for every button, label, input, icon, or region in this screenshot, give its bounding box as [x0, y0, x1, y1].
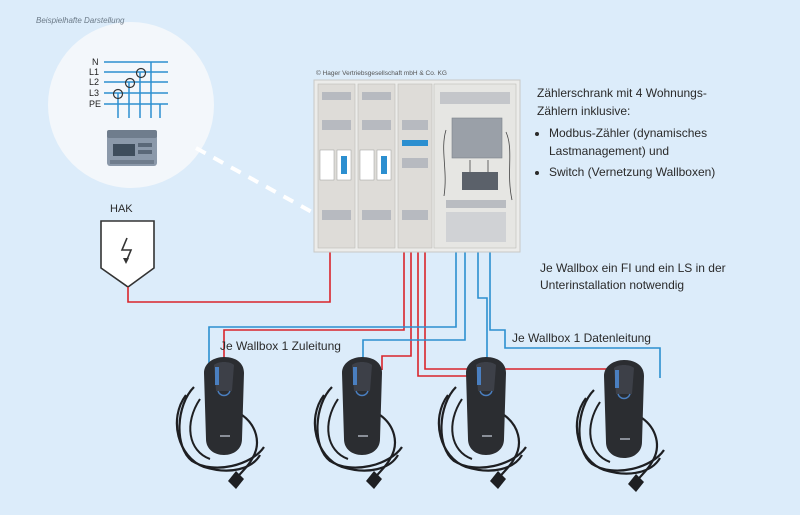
phase-label-l3: L3: [89, 88, 99, 98]
cabinet-feature-item: Modbus-Zähler (dynamisches Lastmanagemen…: [549, 124, 737, 160]
grid-connection-bubble: N L1 L2 L3 PE: [48, 22, 214, 188]
wallbox-1: [177, 357, 264, 489]
hak-label: HAK: [110, 203, 133, 215]
cabinet-feature-list: Modbus-Zähler (dynamisches Lastmanagemen…: [537, 124, 737, 181]
zoom-link-dashed: [196, 148, 330, 222]
illustration-caption: Beispielhafte Darstellung: [36, 16, 125, 25]
cabinet-feature-item: Switch (Vernetzung Wallboxen): [549, 163, 737, 181]
hak-symbol: [101, 221, 154, 287]
protection-note: Je Wallbox ein FI und ein LS in der Unte…: [540, 260, 760, 294]
cabinet-description-intro: Zählerschrank mit 4 Wohnungs-Zählern ink…: [537, 84, 737, 120]
phase-label-l1: L1: [89, 67, 99, 77]
power-line-label: Je Wallbox 1 Zuleitung: [220, 339, 341, 353]
phase-label-pe: PE: [89, 99, 101, 109]
cabinet-description: Zählerschrank mit 4 Wohnungs-Zählern ink…: [537, 84, 737, 184]
phase-label-l2: L2: [89, 77, 99, 87]
wallbox-2: [315, 357, 402, 489]
phase-label-n: N: [92, 57, 99, 67]
copyright-notice: © Hager Vertriebsgesellschaft mbH & Co. …: [316, 70, 447, 77]
data-line-label: Je Wallbox 1 Datenleitung: [512, 331, 651, 345]
wallboxes: [177, 357, 664, 492]
wallbox-4: [577, 360, 664, 492]
meter-cabinet: [314, 80, 520, 252]
modbus-meter-device: [107, 130, 157, 166]
